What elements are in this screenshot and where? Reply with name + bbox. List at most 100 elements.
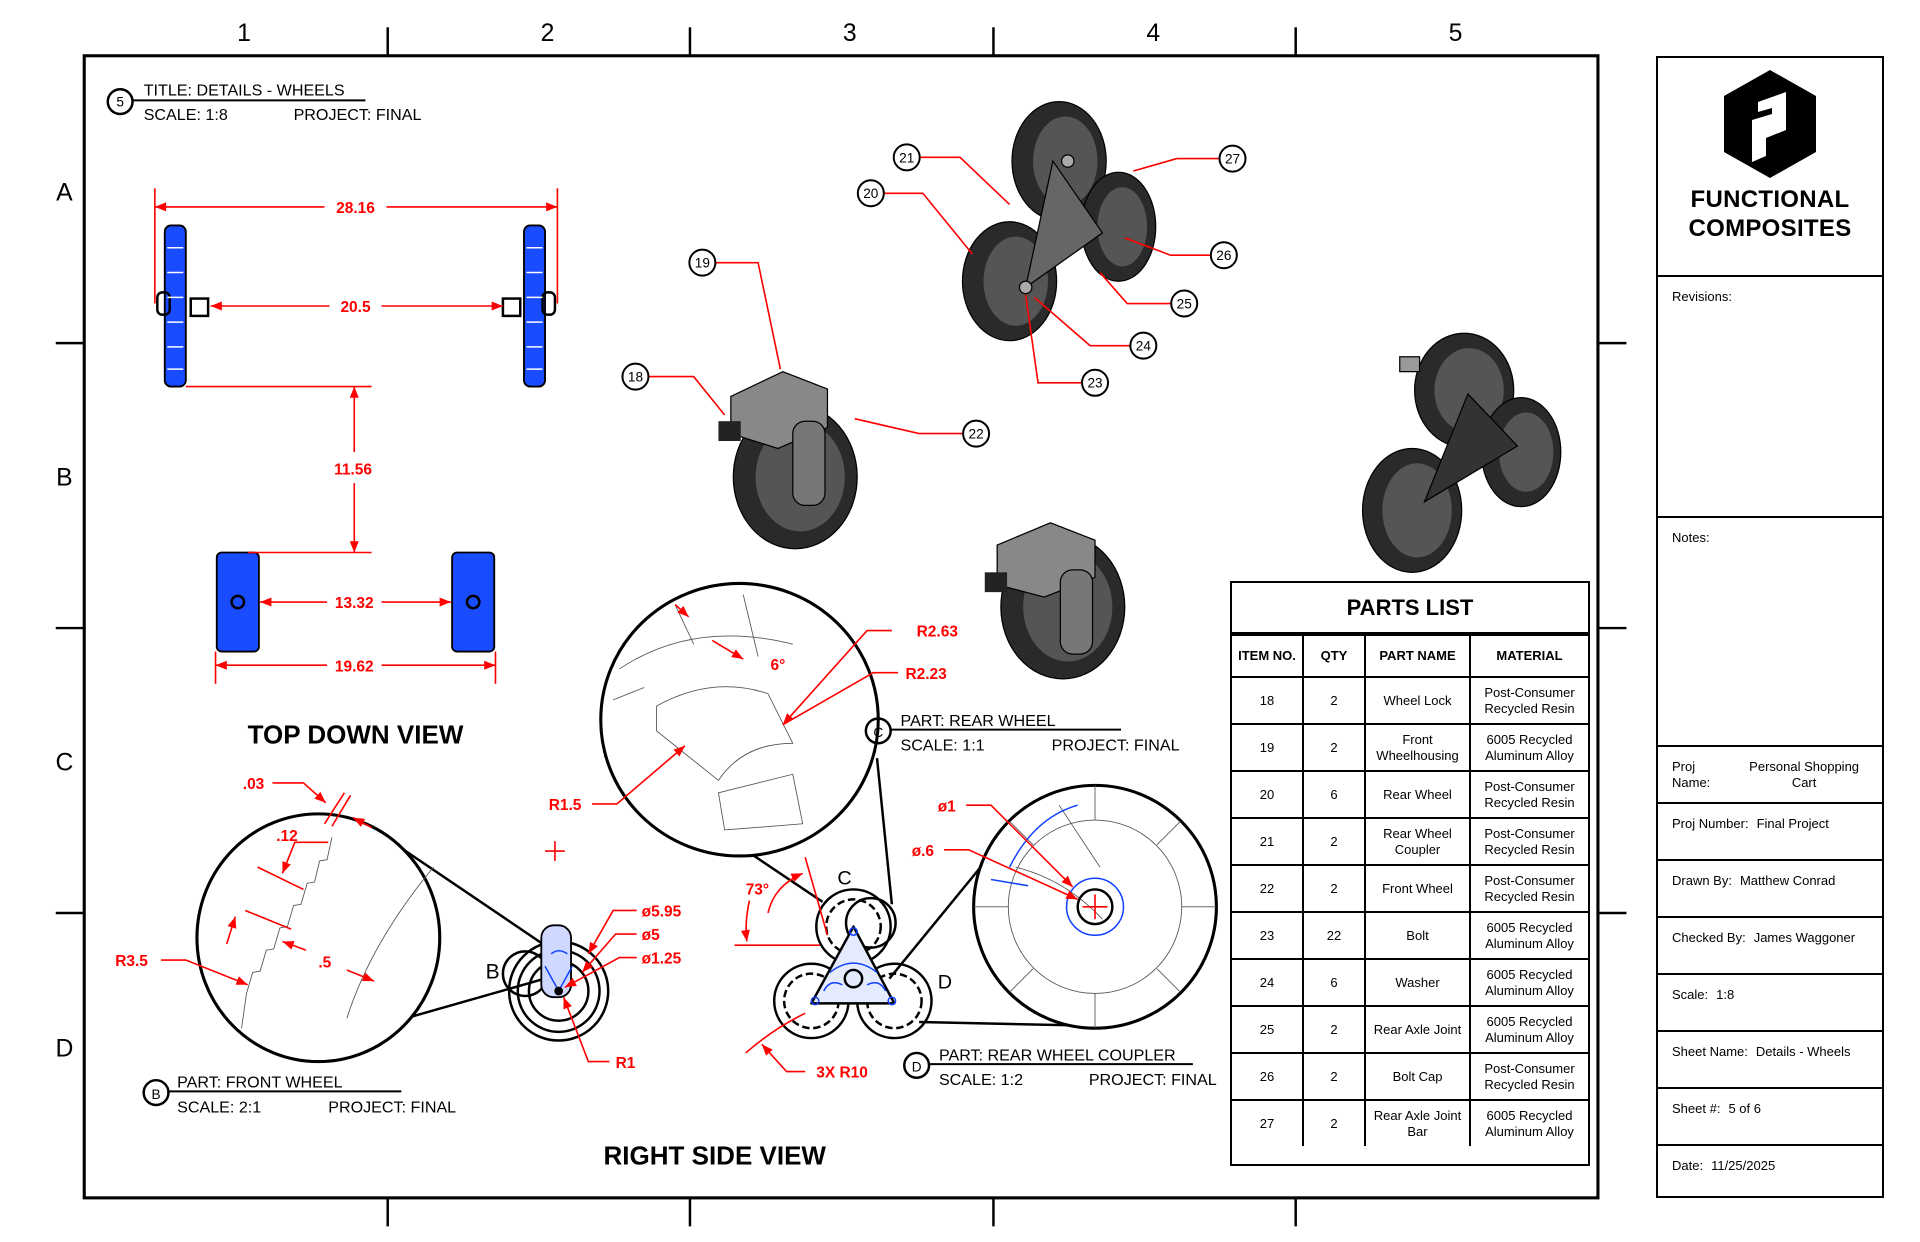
drawn-by-value: Matthew Conrad (1739, 873, 1836, 888)
detail-d-balloon: D (912, 1060, 922, 1075)
revisions-label: Revisions: (1672, 289, 1732, 304)
cell-part-name: Wheel Lock (1364, 676, 1471, 725)
dim-c-r-outer: R2.63 (917, 624, 959, 641)
notes-cell: Notes: (1658, 516, 1882, 745)
detail-d-scale: SCALE: 1:2 (939, 1071, 1023, 1089)
sheet-name-label: Sheet Name: (1672, 1044, 1748, 1059)
zone-row-a: A (56, 180, 73, 207)
dim-d-d-bolt: ø.6 (912, 843, 935, 860)
zone-col-4: 4 (1146, 20, 1160, 47)
cell-item-no: 20 (1232, 770, 1304, 819)
sheet-number-label: Sheet #: (1672, 1101, 1721, 1116)
cell-item-no: 22 (1232, 864, 1304, 913)
cell-part-name: Rear Wheel Coupler (1364, 817, 1471, 866)
company-name-line1: FUNCTIONAL (1690, 186, 1850, 213)
iso-rear-wheel-assembly-2 (1361, 332, 1562, 573)
header-part-name: PART NAME (1364, 634, 1471, 678)
proj-name-value: Personal Shopping Cart (1749, 759, 1860, 790)
proj-name-label: Proj Name: (1672, 759, 1711, 790)
header-item-no: ITEM NO. (1232, 634, 1304, 678)
balloon-22: 22 (969, 427, 984, 442)
cell-material: Post-Consumer Recycled Resin (1469, 1052, 1588, 1101)
dim-c-angle: 6° (770, 657, 785, 674)
cell-material: 6005 Recycled Aluminum Alloy (1469, 1005, 1588, 1054)
iso-rear-wheel-assembly (961, 100, 1157, 342)
dim-d-angle: 73° (746, 881, 769, 898)
cell-part-name: Front Wheel (1364, 864, 1471, 913)
dim-b-d-outer: ø5.95 (642, 904, 682, 921)
balloon-26: 26 (1216, 248, 1231, 263)
date-cell: Date:11/25/2025 (1658, 1144, 1882, 1197)
top-down-view: 28.16 20.5 11.56 13.32 19.62 TOP DOWN VI… (154, 188, 559, 749)
cell-item-no: 27 (1232, 1099, 1304, 1146)
scale-label: Scale: (1672, 987, 1709, 1002)
cell-qty: 2 (1302, 1005, 1366, 1054)
balloon-24: 24 (1136, 339, 1152, 354)
header-material: MATERIAL (1469, 634, 1588, 678)
proj-number-cell: Proj Number:Final Project (1658, 802, 1882, 859)
view-balloon: 5 (116, 95, 124, 110)
cell-part-name: Rear Axle Joint (1364, 1005, 1471, 1054)
dim-d-radius: 3X R10 (816, 1065, 868, 1082)
detail-c-part: PART: REAR WHEEL (901, 712, 1056, 730)
cell-qty: 2 (1302, 817, 1366, 866)
header-qty: QTY (1302, 634, 1366, 678)
detail-b-scale: SCALE: 2:1 (177, 1098, 261, 1116)
top-down-view-title: TOP DOWN VIEW (248, 719, 464, 749)
checked-by-cell: Checked By: James Waggoner (1658, 916, 1882, 973)
detail-c-scale: SCALE: 1:1 (901, 737, 985, 755)
zone-row-c: C (55, 750, 73, 777)
cell-qty: 2 (1302, 723, 1366, 772)
front-wheel-left (215, 551, 260, 653)
dim-b-d-mid: ø5 (642, 927, 660, 944)
balloon-21: 21 (899, 150, 914, 165)
cell-qty: 2 (1302, 1099, 1366, 1146)
drawing-frame (82, 54, 1600, 1200)
balloon-27: 27 (1225, 152, 1240, 167)
front-wheel-right (451, 551, 496, 653)
checked-by-value: James Waggoner (1753, 930, 1856, 945)
cell-qty: 2 (1302, 1052, 1366, 1101)
cell-item-no: 26 (1232, 1052, 1304, 1101)
dim-front-inner: 13.32 (335, 595, 374, 612)
cell-material: 6005 Recycled Aluminum Alloy (1469, 723, 1588, 772)
zone-col-5: 5 (1449, 20, 1463, 47)
cell-qty: 6 (1302, 770, 1366, 819)
proj-name-cell: Proj Name: Personal Shopping Cart (1658, 745, 1882, 802)
drawn-by-label: Drawn By: (1672, 873, 1732, 888)
balloons: 18 19 20 21 22 23 24 25 26 27 (621, 143, 1247, 448)
parts-list: PARTS LIST ITEM NO. QTY PART NAME MATERI… (1230, 581, 1590, 1166)
zone-row-b: B (56, 465, 73, 492)
zone-col-3: 3 (843, 20, 857, 47)
sheet-project: PROJECT: FINAL (294, 106, 422, 124)
date-value: 11/25/2025 (1711, 1158, 1776, 1173)
dim-b-tooth: .12 (276, 828, 298, 845)
dim-c-r-hub: R1.5 (549, 797, 582, 814)
dim-front-outer: 19.62 (335, 658, 374, 675)
parts-list-title: PARTS LIST (1232, 583, 1588, 634)
checked-by-label: Checked By: (1672, 930, 1746, 945)
cell-material: 6005 Recycled Aluminum Alloy (1469, 911, 1588, 960)
balloon-19: 19 (695, 256, 710, 271)
detail-c-balloon: C (873, 725, 883, 740)
cell-item-no: 24 (1232, 958, 1304, 1007)
detail-b-project: PROJECT: FINAL (328, 1098, 456, 1116)
scale-cell: Scale:1:8 (1658, 973, 1882, 1030)
cell-qty: 2 (1302, 864, 1366, 913)
company-name-line2: COMPOSITES (1688, 215, 1852, 242)
revisions-cell: Revisions: (1658, 275, 1882, 516)
cell-part-name: Bolt (1364, 911, 1471, 960)
cell-item-no: 18 (1232, 676, 1304, 725)
notes-label: Notes: (1672, 530, 1710, 545)
detail-b-marker: B (486, 961, 500, 984)
sheet-name-cell: Sheet Name:Details - Wheels (1658, 1030, 1882, 1087)
cell-material: Post-Consumer Recycled Resin (1469, 817, 1588, 866)
